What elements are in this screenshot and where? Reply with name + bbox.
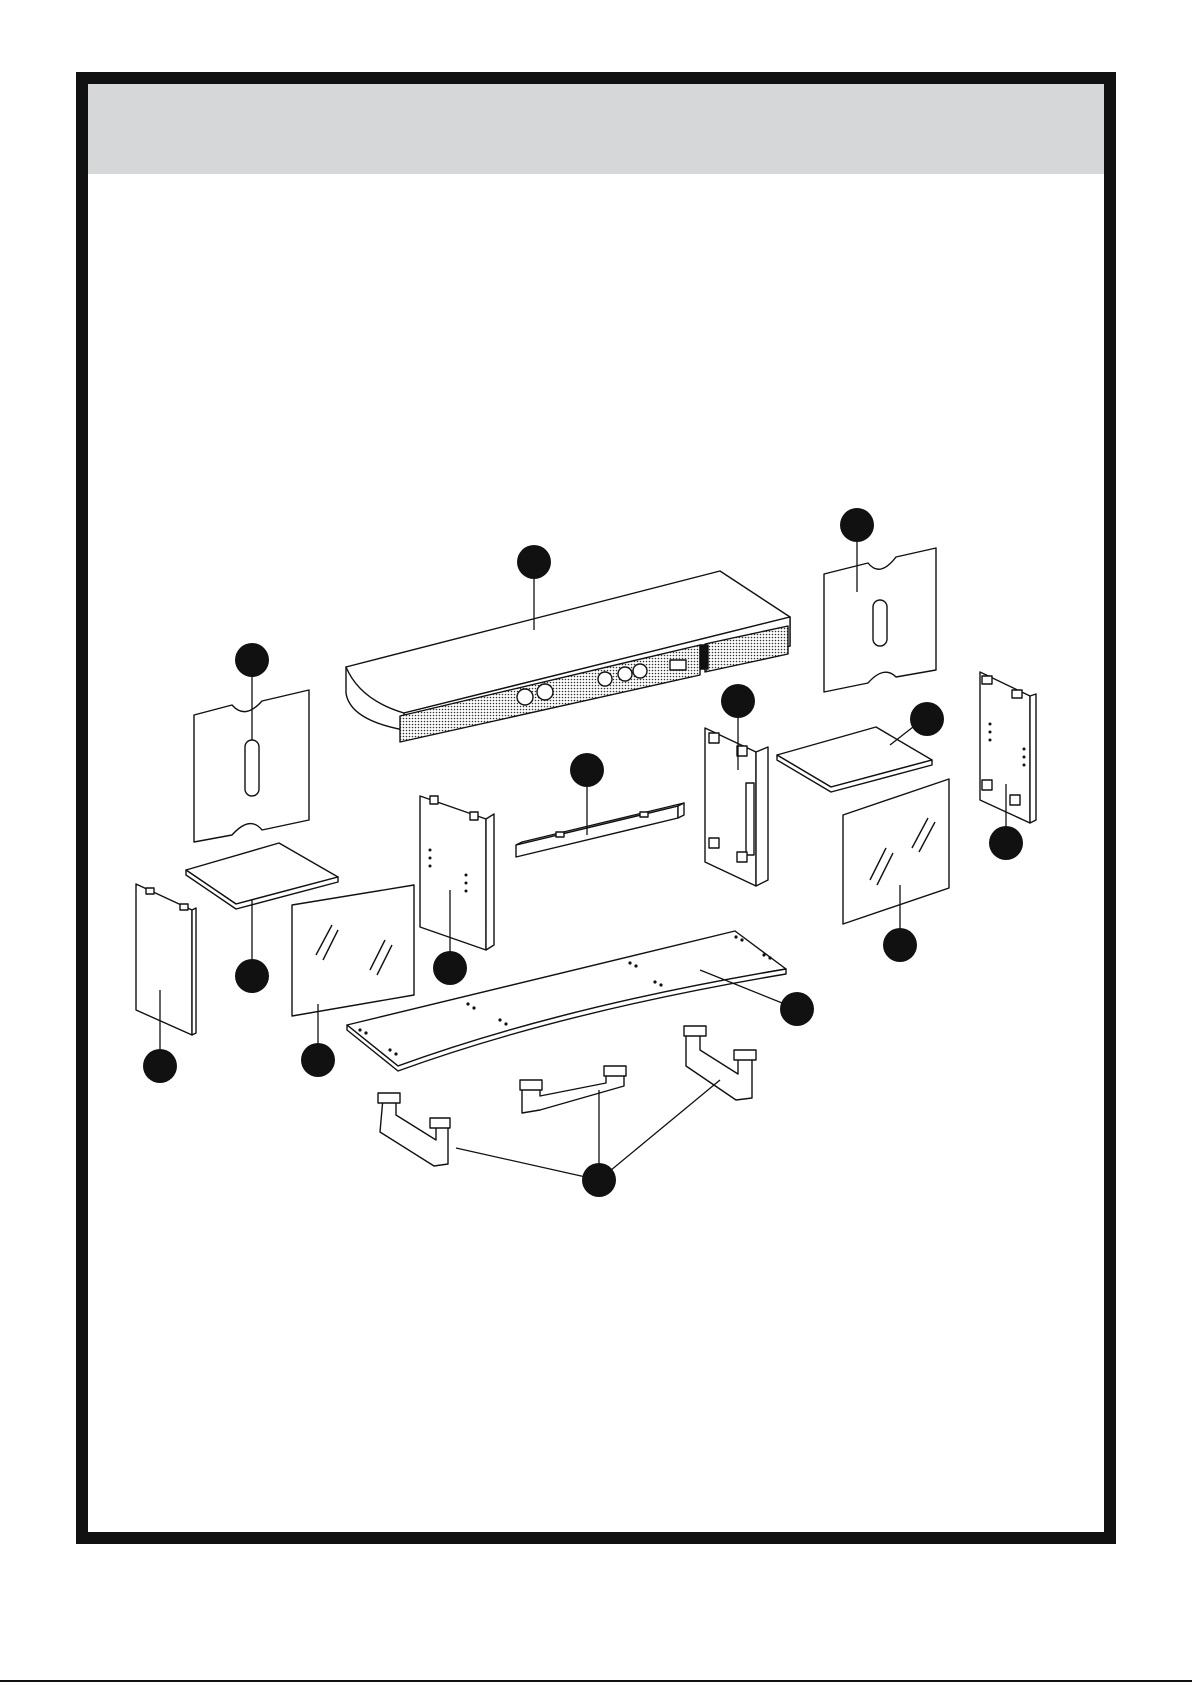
side-panel-right: [980, 672, 1036, 823]
footer-rule: [0, 1680, 1192, 1682]
shelf-right: [777, 727, 932, 792]
side-panel-left: [136, 884, 196, 1035]
callout-marker: [883, 928, 917, 962]
callout-marker: [517, 545, 551, 579]
divider-panel-right: [705, 728, 768, 886]
callout-marker: [910, 702, 944, 736]
glass-door-right: [843, 779, 949, 924]
callout-marker: [570, 753, 604, 787]
glass-door-left: [292, 885, 414, 1016]
rear-rail: [516, 803, 684, 857]
back-panel-right: [824, 548, 936, 692]
divider-panel-left: [420, 796, 494, 950]
leg-middle: [520, 1066, 626, 1113]
callout-marker: [235, 643, 269, 677]
callout-marker: [989, 826, 1023, 860]
callout-marker: [301, 1043, 335, 1077]
callout-marker: [721, 684, 755, 718]
callout-marker: [840, 508, 874, 542]
callout-marker: [235, 959, 269, 993]
shelf-left: [186, 843, 338, 909]
top-cabinet: [346, 571, 790, 742]
leg-left: [378, 1093, 450, 1166]
callout-marker: [433, 951, 467, 985]
callout-marker: [582, 1163, 616, 1197]
callout-marker: [143, 1049, 177, 1083]
leg-right: [684, 1026, 756, 1100]
callout-marker: [780, 992, 814, 1026]
